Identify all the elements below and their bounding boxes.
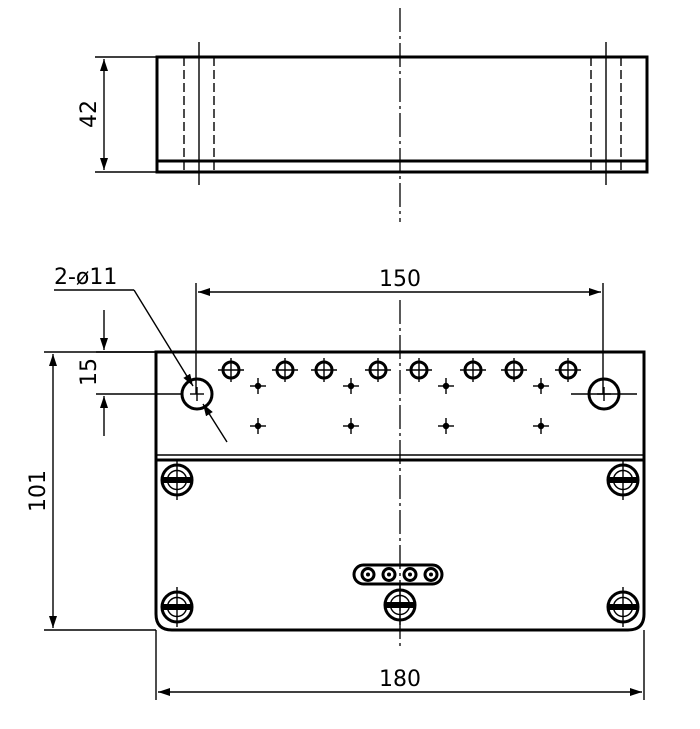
screw-2 bbox=[606, 460, 640, 500]
pin-hole-upper-1 bbox=[250, 378, 266, 394]
tapped-hole-4 bbox=[365, 358, 391, 382]
tapped-hole-1 bbox=[218, 358, 244, 382]
pin-hole-lower-1 bbox=[250, 418, 266, 434]
pin-hole-upper-2 bbox=[343, 378, 359, 394]
top-view: 42 bbox=[77, 8, 649, 222]
connector-slot bbox=[352, 563, 444, 586]
tapped-hole-2 bbox=[272, 358, 298, 382]
tapped-hole-7 bbox=[501, 358, 527, 382]
tapped-hole-5 bbox=[406, 358, 432, 382]
screw-1 bbox=[160, 460, 194, 500]
tapped-hole-8 bbox=[555, 358, 581, 382]
front-view-outline bbox=[154, 350, 646, 632]
slot-pin-3 bbox=[402, 567, 418, 582]
slot-pin-4 bbox=[423, 567, 439, 582]
pin-hole-upper-3 bbox=[438, 378, 454, 394]
pin-hole-row-lower bbox=[250, 418, 549, 434]
pin-hole-lower-3 bbox=[438, 418, 454, 434]
dim-150-text: 150 bbox=[379, 267, 421, 292]
tapped-hole-row bbox=[218, 358, 581, 382]
screw-5 bbox=[606, 587, 640, 627]
pin-hole-lower-2 bbox=[343, 418, 359, 434]
slot-pin-2 bbox=[381, 567, 397, 582]
pin-hole-row-upper bbox=[250, 378, 549, 394]
hole-callout-text: 2-ø11 bbox=[54, 265, 117, 290]
front-view: 150 2-ø11 15 101 180 bbox=[26, 265, 646, 700]
top-view-outline bbox=[155, 55, 649, 174]
right-dia11-hole bbox=[571, 377, 637, 411]
pin-hole-lower-4 bbox=[533, 418, 549, 434]
dim-15-text: 15 bbox=[77, 358, 102, 386]
callout-leader bbox=[133, 289, 194, 387]
tapped-hole-3 bbox=[311, 358, 337, 382]
tapped-hole-6 bbox=[460, 358, 486, 382]
slot-pin-1 bbox=[360, 567, 376, 582]
pin-hole-upper-4 bbox=[533, 378, 549, 394]
dim-180-text: 180 bbox=[379, 667, 421, 692]
dim-42-text: 42 bbox=[77, 100, 102, 128]
screw-3 bbox=[160, 587, 194, 627]
left-dia11-hole bbox=[180, 377, 214, 411]
screw-4 bbox=[383, 585, 417, 625]
mounting-screw-group bbox=[160, 460, 640, 627]
dim-101-text: 101 bbox=[26, 470, 51, 512]
callout-leader-tail bbox=[202, 403, 228, 443]
